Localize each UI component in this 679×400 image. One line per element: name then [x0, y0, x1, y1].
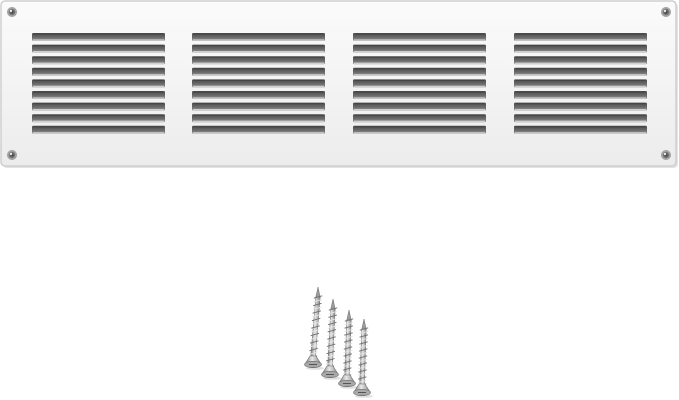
- louver-slat: [192, 67, 325, 76]
- louver-slat: [32, 79, 165, 88]
- louver-slat: [32, 44, 165, 53]
- louver-slat: [353, 114, 486, 123]
- grille-panel: [0, 0, 677, 167]
- louver-group: [353, 33, 486, 134]
- screw-hole: [7, 149, 17, 160]
- louver-slat: [514, 79, 647, 88]
- louver-slat: [514, 67, 647, 76]
- screw: [353, 318, 373, 398]
- louver-slat: [32, 56, 165, 65]
- louver-slat: [192, 33, 325, 41]
- louver-slat: [192, 125, 325, 134]
- mounting-holes: [7, 7, 672, 160]
- mounting-screws: [304, 286, 373, 398]
- louver-slat: [514, 91, 647, 99]
- louver-slat: [32, 33, 165, 41]
- louver-slat: [32, 125, 165, 134]
- vent-grille: [0, 0, 678, 168]
- louver-slat: [514, 44, 647, 53]
- louver-group: [192, 33, 325, 134]
- louver-slat: [353, 67, 486, 76]
- louver-slat: [514, 56, 647, 65]
- louver-slat: [514, 33, 647, 41]
- louver-slat: [514, 114, 647, 123]
- louver-slat: [353, 33, 486, 41]
- louver-group: [514, 33, 647, 134]
- screw: [321, 298, 341, 380]
- louver-slat: [353, 91, 486, 99]
- louver-slat: [353, 102, 486, 111]
- louver-slat: [32, 114, 165, 123]
- louver-slat: [192, 44, 325, 53]
- screw: [304, 286, 324, 370]
- louver-slat: [32, 91, 165, 99]
- louver-groups: [32, 33, 647, 134]
- louver-slat: [192, 56, 325, 65]
- louver-slat: [353, 125, 486, 134]
- screw-hole: [661, 149, 672, 160]
- louver-slat: [192, 114, 325, 123]
- louver-slat: [353, 79, 486, 88]
- louver-group: [32, 33, 165, 134]
- louver-slat: [192, 91, 325, 99]
- screw-hole: [7, 7, 17, 17]
- screw-hole: [661, 7, 672, 17]
- louver-slat: [32, 102, 165, 111]
- louver-slat: [353, 56, 486, 65]
- screw: [338, 309, 358, 389]
- louver-slat: [353, 44, 486, 53]
- louver-slat: [192, 79, 325, 88]
- louver-slat: [192, 102, 325, 111]
- louver-slat: [514, 125, 647, 134]
- louver-slat: [514, 102, 647, 111]
- louver-slat: [32, 67, 165, 76]
